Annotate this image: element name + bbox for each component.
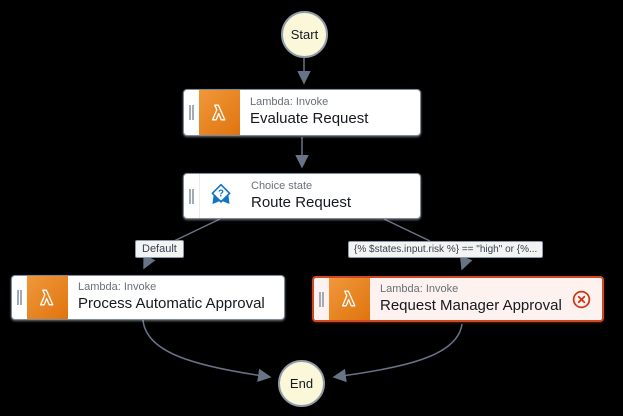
drag-handle[interactable]: [12, 276, 27, 319]
edge-label-condition: {% $states.input.risk %} == "high" or {%…: [348, 241, 544, 258]
lambda-icon: [199, 90, 240, 135]
state-title: Process Automatic Approval: [78, 295, 265, 312]
drag-handle[interactable]: [184, 174, 199, 218]
state-request-manager-approval[interactable]: Lambda: Invoke Request Manager Approval: [312, 276, 604, 322]
choice-icon: ?: [199, 174, 241, 218]
lambda-icon: [329, 278, 370, 320]
edge-label-default: Default: [135, 240, 184, 259]
drag-handle[interactable]: [314, 278, 329, 320]
state-evaluate-request[interactable]: Lambda: Invoke Evaluate Request: [183, 89, 421, 136]
state-route-request[interactable]: ? Choice state Route Request: [183, 173, 421, 219]
state-process-automatic-approval[interactable]: Lambda: Invoke Process Automatic Approva…: [11, 275, 285, 320]
state-type-label: Lambda: Invoke: [250, 96, 329, 109]
svg-text:?: ?: [218, 189, 224, 200]
state-type-label: Choice state: [251, 179, 313, 192]
end-node-label: End: [289, 376, 314, 391]
state-title: Evaluate Request: [250, 110, 369, 127]
drag-handle[interactable]: [184, 90, 199, 135]
state-title: Request Manager Approval: [380, 296, 562, 314]
state-title: Route Request: [251, 193, 352, 211]
start-node: Start: [281, 11, 328, 58]
state-type-label: Lambda: Invoke: [380, 282, 459, 295]
start-node-label: Start: [290, 27, 319, 42]
end-node: End: [278, 360, 325, 407]
error-status-icon: [571, 278, 602, 320]
lambda-icon: [27, 276, 68, 319]
state-type-label: Lambda: Invoke: [78, 281, 157, 294]
